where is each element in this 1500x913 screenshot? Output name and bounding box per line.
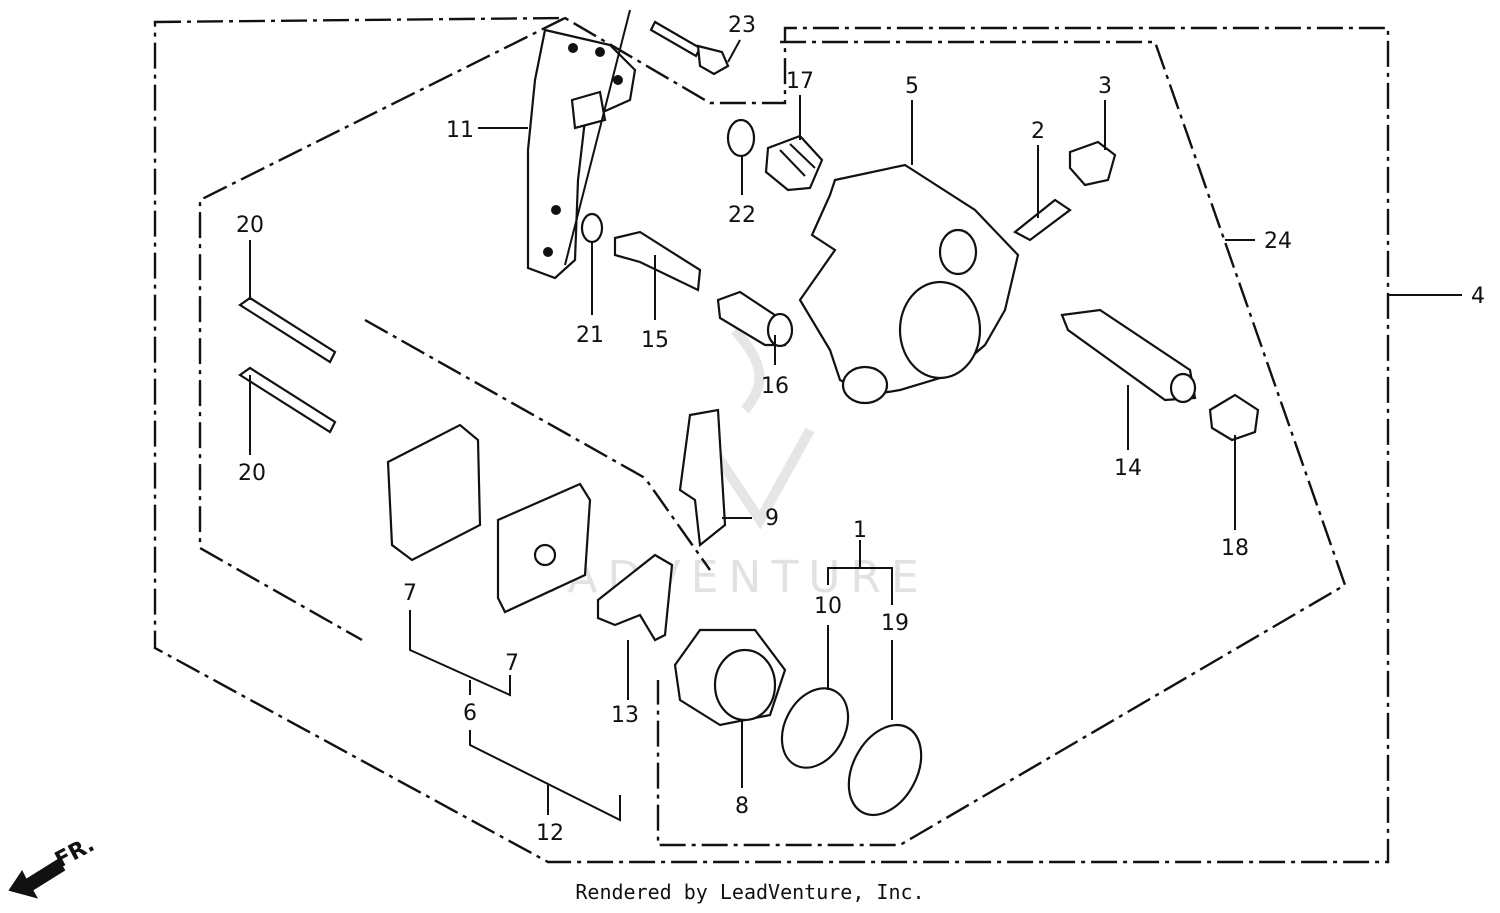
label-18: 18 xyxy=(1221,536,1249,561)
label-20b: 20 xyxy=(238,461,266,486)
slide-pin xyxy=(1060,308,1197,404)
label-12: 12 xyxy=(536,821,564,846)
boot-washer xyxy=(726,118,756,158)
pin-boot-cap xyxy=(1208,393,1260,442)
caliper-pin-bolt xyxy=(613,230,702,292)
label-20a: 20 xyxy=(236,213,264,238)
label-16: 16 xyxy=(761,374,789,399)
label-4: 4 xyxy=(1471,284,1485,309)
pad-pins xyxy=(238,296,337,434)
label-24: 24 xyxy=(1264,229,1292,254)
label-13: 13 xyxy=(611,703,639,728)
bracket-bolt xyxy=(649,20,730,76)
label-7b: 7 xyxy=(505,651,519,676)
label-3: 3 xyxy=(1098,74,1112,99)
piston-seal xyxy=(780,687,850,769)
label-14: 14 xyxy=(1114,456,1142,481)
label-7a: 7 xyxy=(403,581,417,606)
part-number-labels: 1 2 3 4 5 6 7 7 8 9 10 11 12 13 14 15 16… xyxy=(236,13,1485,846)
label-23: 23 xyxy=(728,13,756,38)
label-8: 8 xyxy=(735,794,749,819)
label-5: 5 xyxy=(905,74,919,99)
leader-lines xyxy=(249,39,1255,822)
label-6: 6 xyxy=(463,701,477,726)
label-2: 2 xyxy=(1031,119,1045,144)
label-11: 11 xyxy=(446,118,474,143)
pin-washer xyxy=(580,212,604,244)
dust-seal xyxy=(847,723,923,817)
label-21: 21 xyxy=(576,323,604,348)
label-15: 15 xyxy=(641,328,669,353)
label-9: 9 xyxy=(765,506,779,531)
label-10: 10 xyxy=(814,594,842,619)
label-17: 17 xyxy=(786,69,814,94)
bleeder-valve xyxy=(1013,198,1072,242)
label-19: 19 xyxy=(881,611,909,636)
caliper-bracket xyxy=(526,9,637,280)
pad-retainer xyxy=(678,408,727,548)
footer-credit: Rendered by LeadVenture, Inc. xyxy=(575,880,925,904)
caliper-bolt xyxy=(716,290,794,348)
bleeder-cap xyxy=(1068,140,1117,187)
label-22: 22 xyxy=(728,203,756,228)
caliper-body xyxy=(798,163,1020,405)
assembly-boundaries xyxy=(153,16,1462,864)
brake-pads xyxy=(386,423,592,614)
pad-spring xyxy=(596,553,674,642)
caliper-piston xyxy=(673,628,787,727)
pin-boot xyxy=(764,134,824,192)
label-1: 1 xyxy=(853,518,867,543)
